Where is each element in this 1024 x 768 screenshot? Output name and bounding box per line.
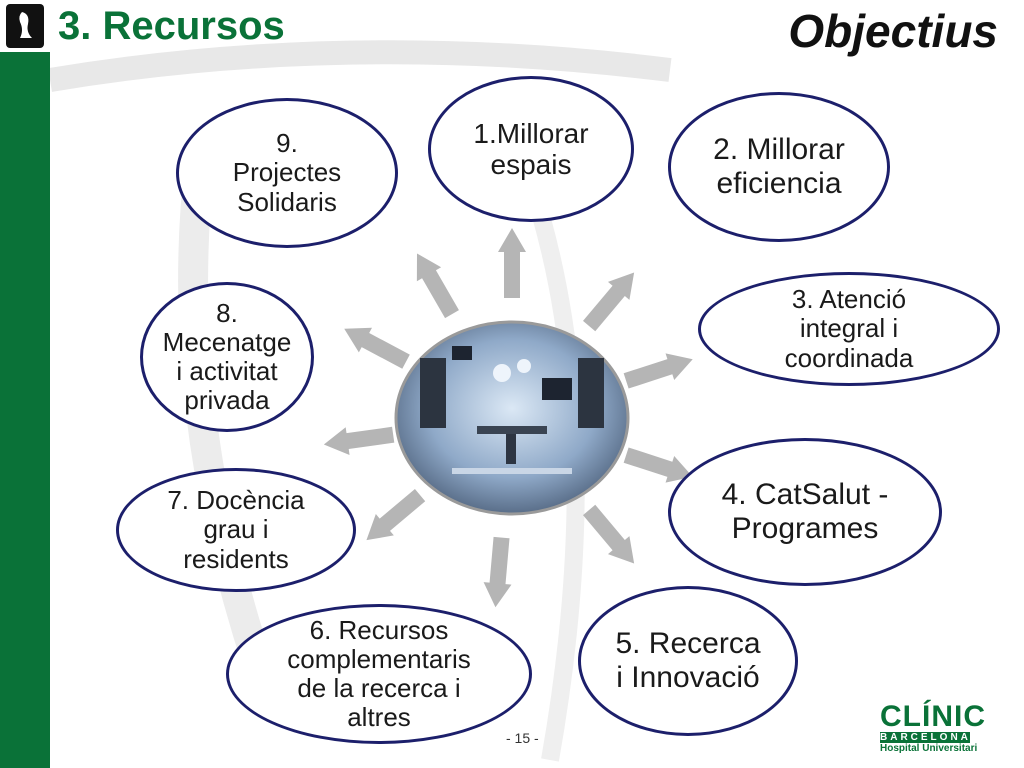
goal-oval-6: 6. Recursos complementaris de la recerca… (226, 604, 532, 744)
goal-oval-1: 1.Millorar espais (428, 76, 634, 222)
goal-label-7: 7. Docència grau i residents (167, 485, 305, 574)
goal-oval-7: 7. Docència grau i residents (116, 468, 356, 592)
goal-label-8: 8. Mecenatge i activitat privada (162, 297, 292, 416)
clinic-logo: CLÍNIC BARCELONA Hospital Universitari (880, 700, 1010, 754)
arrow-6 (483, 536, 512, 608)
clinic-logo-city: BARCELONA (880, 732, 971, 743)
goal-label-9: 9. Projectes Solidaris (232, 128, 342, 217)
goal-oval-2: 2. Millorar eficiencia (668, 92, 890, 242)
arrow-2 (583, 272, 635, 332)
arrows-group (323, 228, 693, 608)
goal-oval-4: 4. CatSalut - Programes (668, 438, 942, 586)
hospital-emblem-icon (0, 0, 50, 52)
arrow-8 (323, 426, 395, 455)
goal-oval-5: 5. Recerca i Innovació (578, 586, 798, 736)
arrow-7 (366, 489, 426, 541)
green-sidebar (0, 0, 50, 768)
section-title: 3. Recursos (58, 4, 285, 48)
goal-oval-9: 9. Projectes Solidaris (176, 98, 398, 248)
goal-label-2: 2. Millorar eficiencia (713, 133, 845, 200)
clinic-logo-subtitle: Hospital Universitari (880, 743, 978, 754)
goal-label-1: 1.Millorar espais (473, 117, 589, 180)
goal-label-6: 6. Recursos complementaris de la recerca… (287, 614, 471, 733)
arrow-3 (623, 353, 693, 389)
arrow-1 (498, 228, 526, 298)
goal-label-3: 3. Atenció integral i coordinada (784, 284, 914, 373)
slide-heading: Objectius (788, 5, 998, 57)
page-number: - 15 - (506, 730, 539, 746)
arrow-5 (583, 504, 635, 564)
arrow-9 (344, 327, 410, 369)
arrow-4 (623, 447, 693, 483)
clinic-logo-name: CLÍNIC (880, 700, 986, 733)
arrow-10 (416, 253, 459, 319)
operating-room-photo (394, 320, 630, 516)
goal-oval-8: 8. Mecenatge i activitat privada (140, 282, 314, 432)
goal-oval-3: 3. Atenció integral i coordinada (698, 272, 1000, 386)
goal-label-4: 4. CatSalut - Programes (721, 478, 889, 545)
goal-label-5: 5. Recerca i Innovació (615, 627, 761, 694)
